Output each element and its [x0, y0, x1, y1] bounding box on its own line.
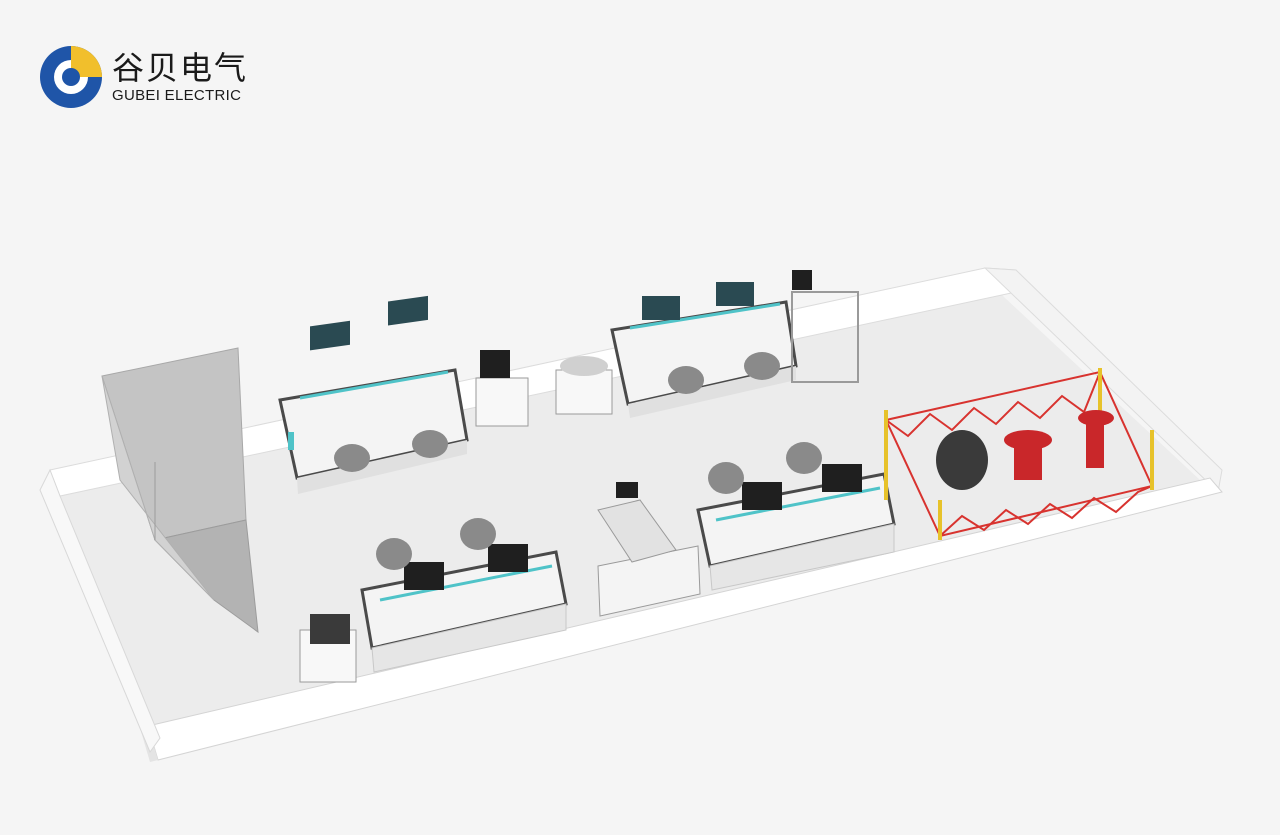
left-wall	[39, 468, 161, 754]
chairs	[334, 352, 822, 570]
hv-test-area	[884, 368, 1154, 540]
shielding-chamber	[101, 347, 259, 634]
brand-name-cn: 谷贝电气	[112, 48, 249, 87]
control-desk-back-right	[610, 282, 798, 418]
instrument-carts	[299, 270, 859, 683]
brand-logo: 谷贝电气 GUBEI ELECTRIC	[38, 44, 248, 110]
control-desk-back-left	[278, 295, 469, 494]
control-desk-front-right	[696, 464, 896, 591]
brand-name-en: GUBEI ELECTRIC	[112, 86, 242, 104]
gubei-logo-icon	[40, 46, 102, 108]
control-desk-front-left	[360, 544, 568, 673]
test-bench-middle	[597, 482, 701, 617]
